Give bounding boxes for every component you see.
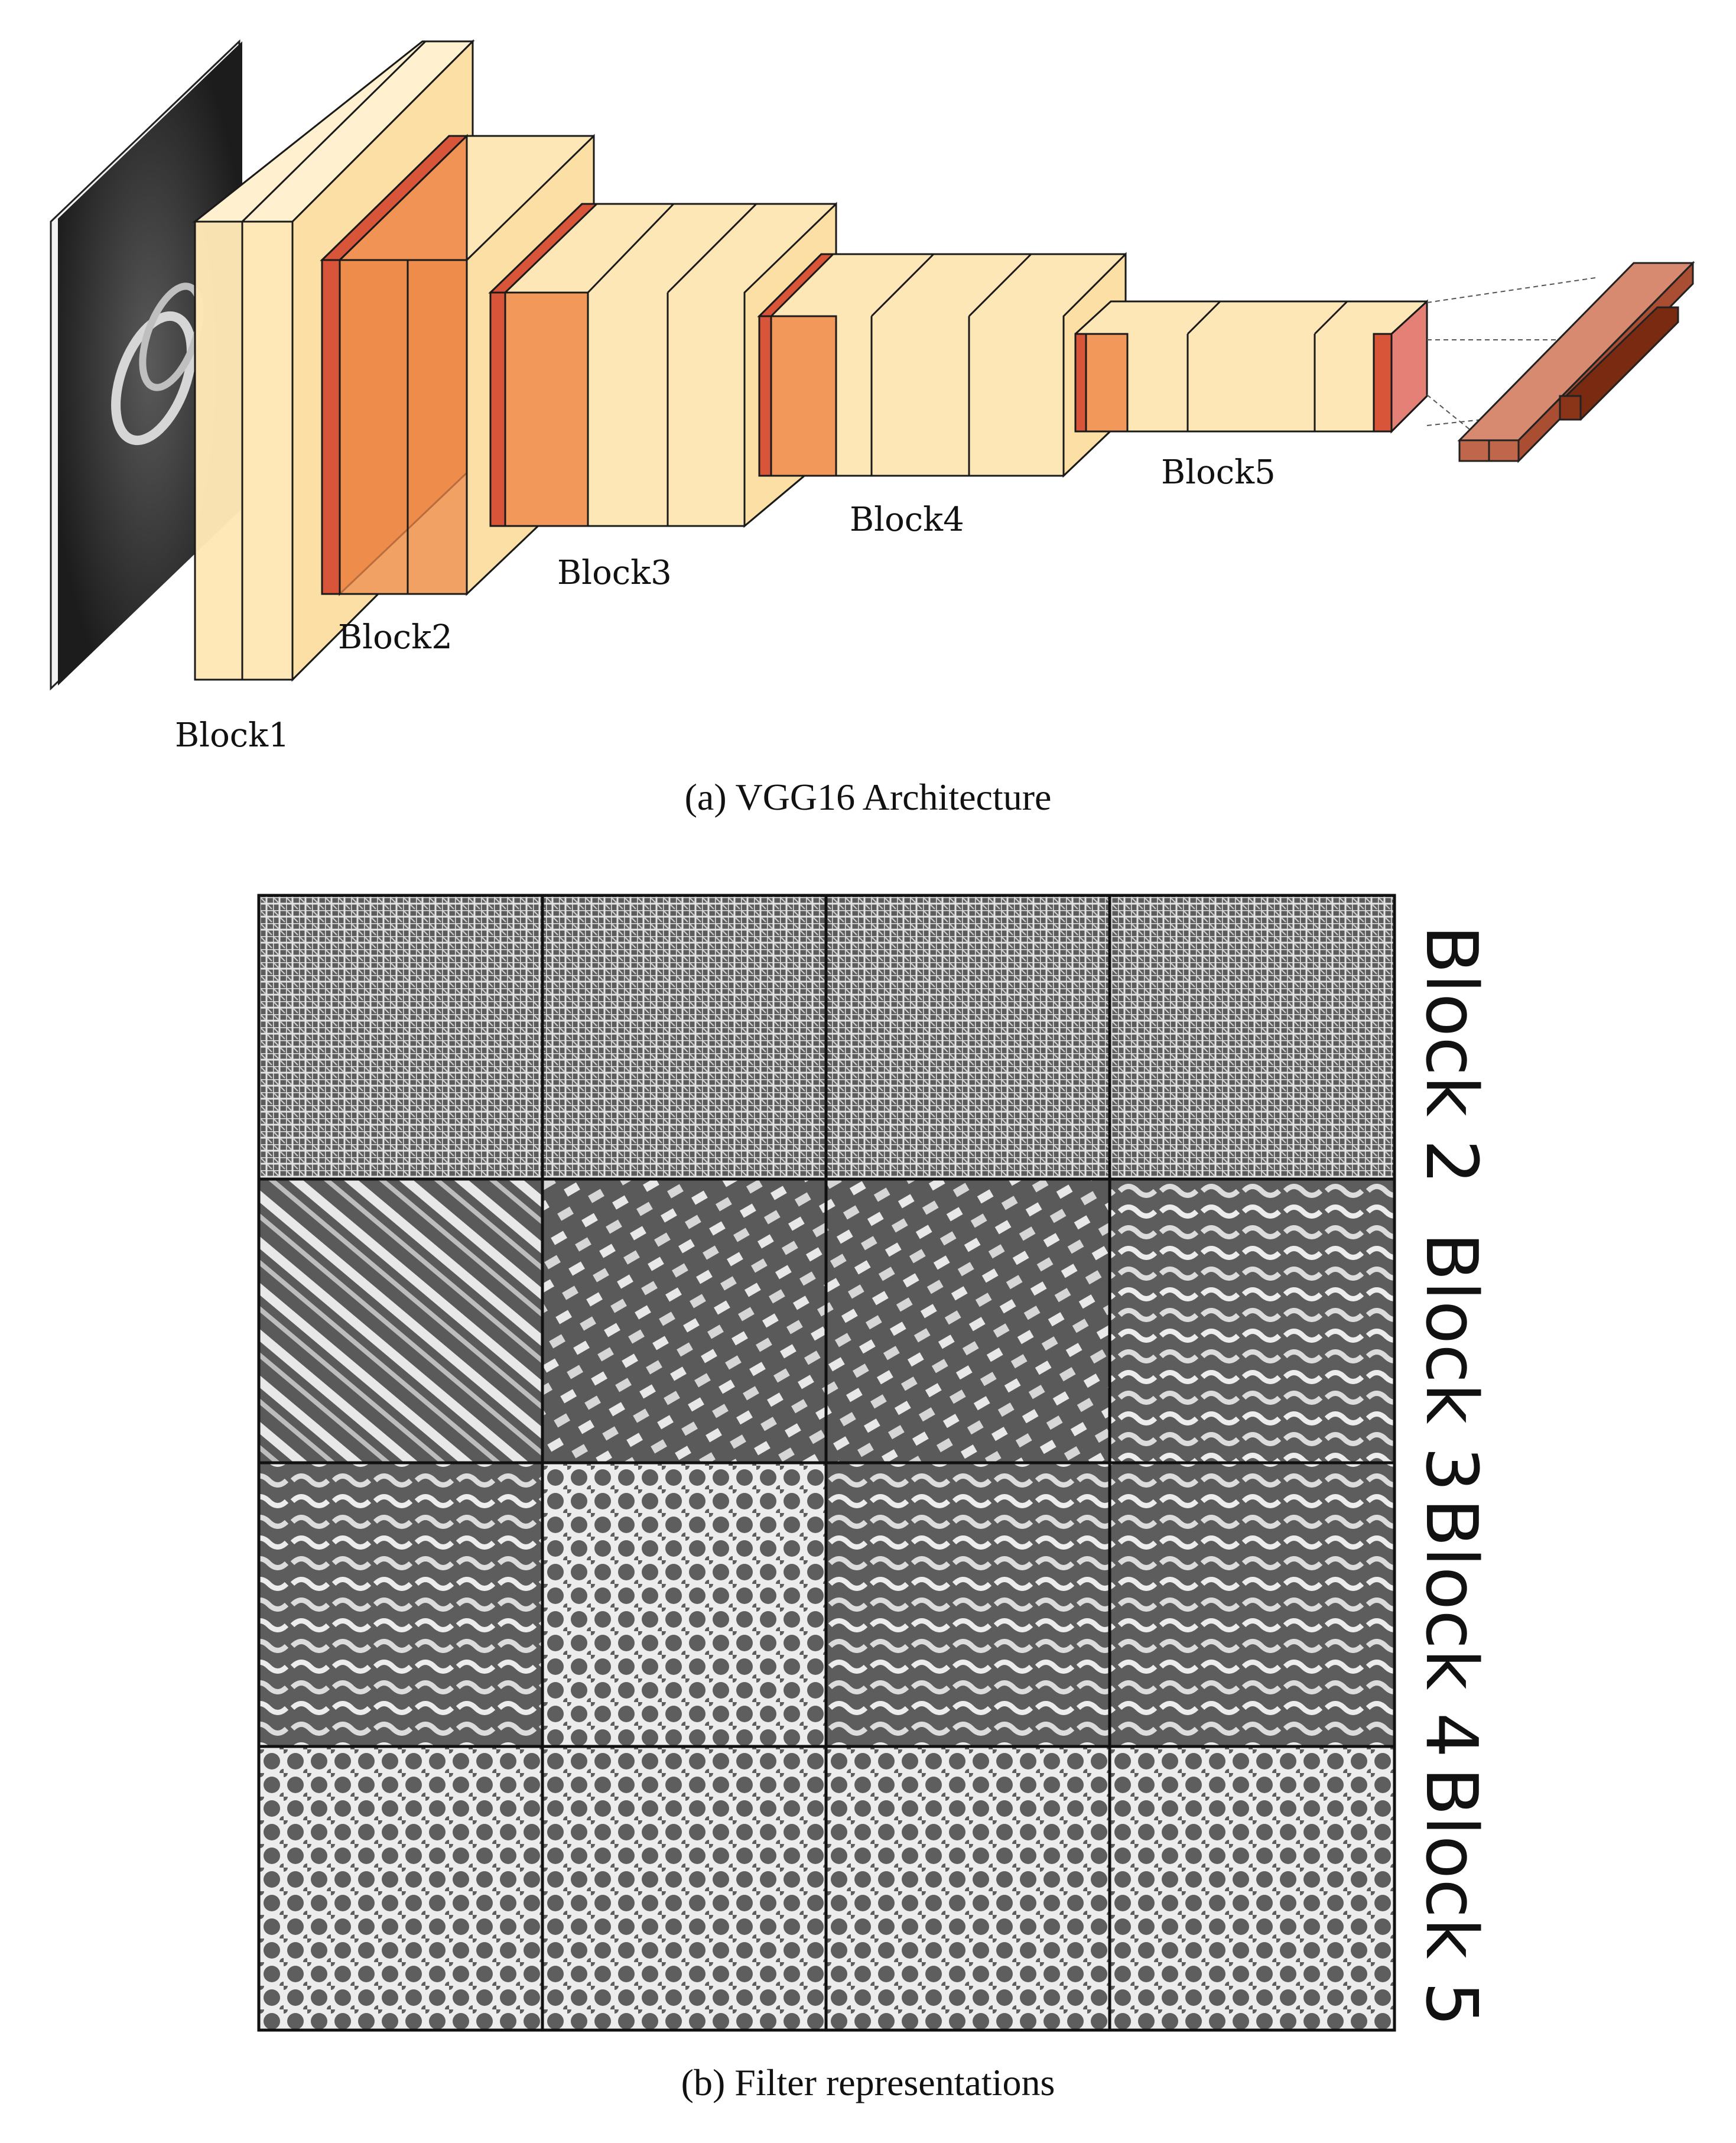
filter-tile (542, 895, 826, 1179)
filter-tile (1110, 895, 1394, 1179)
filter-tile (1110, 1746, 1394, 2030)
filter-tile (826, 1463, 1110, 1746)
filter-tile (259, 1746, 542, 2030)
block1-label: Block1 (175, 716, 290, 755)
block4-label: Block4 (850, 501, 964, 539)
filter-tile (259, 1179, 542, 1463)
row-label-block5: Block 5 (1410, 1767, 1492, 2027)
filter-tile (1110, 1179, 1394, 1463)
filter-tile (826, 895, 1110, 1179)
filter-tile (542, 1463, 826, 1746)
filter-tile (542, 1179, 826, 1463)
block4-layers (757, 252, 1127, 478)
row-label-block2: Block 2 (1410, 925, 1492, 1184)
block5-layers (1074, 299, 1428, 434)
filter-tile (826, 1746, 1110, 2030)
filter-tile (259, 1463, 542, 1746)
row-label-block3: Block 3 (1410, 1232, 1492, 1492)
filter-tile (826, 1179, 1110, 1463)
architecture-diagram: Block1 Block2 Block3 Block4 Block5 (a) V… (50, 39, 1695, 818)
filter-tile (259, 895, 542, 1179)
dense-layers (1457, 261, 1695, 463)
block2-label: Block2 (338, 618, 453, 657)
block5-label: Block5 (1161, 453, 1276, 492)
grid-lines (257, 894, 1396, 2032)
caption-a: (a) VGG16 Architecture (685, 776, 1052, 818)
filter-tile (1110, 1463, 1394, 1746)
caption-b: (b) Filter representations (681, 2061, 1055, 2103)
filter-tile (542, 1746, 826, 2030)
block3-label: Block3 (557, 554, 672, 592)
filter-grid: Block 2 Block 3 Block 4 Block 5 (b) Filt… (257, 894, 1492, 2103)
row-label-block4: Block 4 (1410, 1498, 1492, 1758)
